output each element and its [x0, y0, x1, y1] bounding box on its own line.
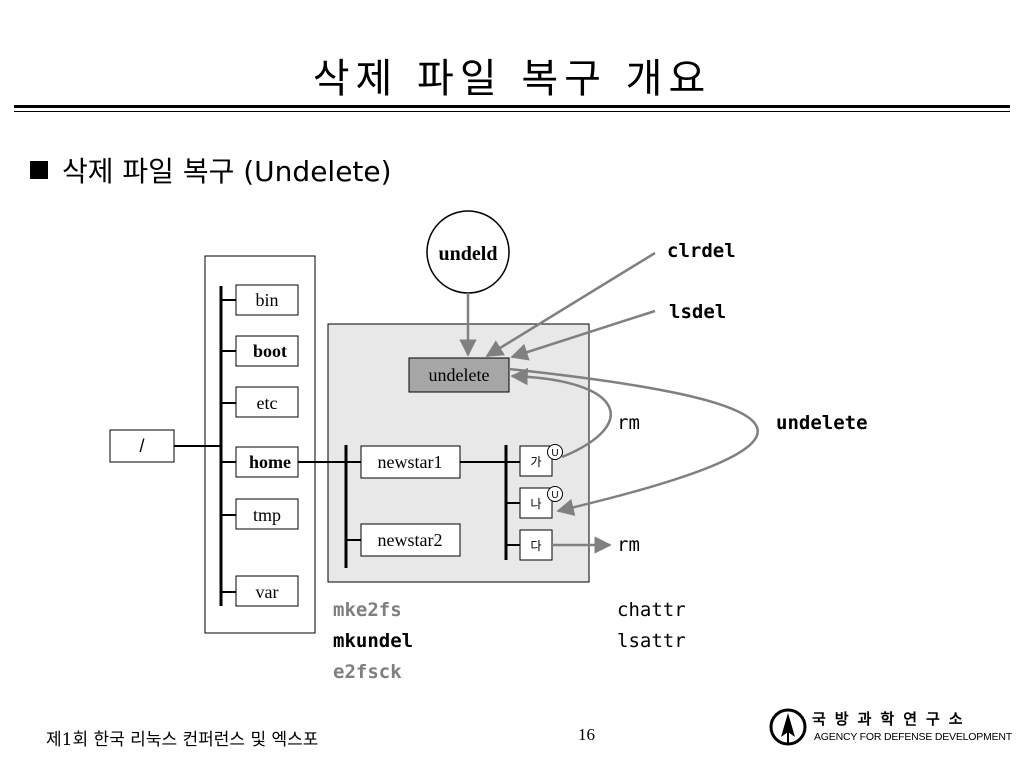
page-number: 16 — [578, 725, 595, 744]
svg-text:etc: etc — [257, 393, 278, 413]
user-newstar1: newstar1 — [360, 445, 461, 479]
svg-text:newstar1: newstar1 — [378, 452, 443, 472]
undelete-store-box: undelete — [408, 357, 510, 393]
svg-text:다: 다 — [530, 539, 541, 553]
file-da: 다 — [519, 529, 553, 561]
svg-text:undeld: undeld — [439, 243, 498, 265]
arrow-clrdel — [485, 251, 656, 358]
dir-var: var — [235, 575, 299, 607]
bullet-heading: 삭제 파일 복구 (Undelete) — [30, 150, 392, 190]
tool-rm-1: rm — [617, 412, 640, 434]
cmd-mkundel: mkundel — [333, 630, 413, 652]
undeletable-badge-ga: U — [547, 444, 563, 460]
svg-text:U: U — [551, 490, 558, 501]
bullet-text: 삭제 파일 복구 (Undelete) — [62, 155, 392, 188]
page-title: 삭제 파일 복구 개요 — [312, 56, 712, 102]
arrow-rm-to-undelete — [510, 367, 612, 459]
svg-text:tmp: tmp — [253, 505, 281, 525]
arrow-undelete-restore — [508, 367, 759, 516]
svg-text:home: home — [249, 452, 291, 472]
svg-text:boot: boot — [253, 341, 287, 361]
directory-column — [204, 255, 316, 634]
add-logo-icon — [769, 708, 807, 746]
dir-tmp: tmp — [235, 498, 299, 530]
cmd-chattr: chattr — [617, 599, 686, 621]
svg-text:var: var — [256, 582, 279, 602]
svg-text:bin: bin — [255, 290, 278, 310]
tool-clrdel: clrdel — [667, 240, 736, 262]
undeld-daemon: undeld — [426, 210, 510, 294]
org-name-english: AGENCY FOR DEFENSE DEVELOPMENT — [814, 731, 1013, 743]
square-bullet-icon — [30, 161, 48, 179]
file-ga: 가 — [519, 445, 553, 477]
dir-bin: bin — [235, 284, 299, 316]
tool-rm-2: rm — [617, 534, 640, 556]
dir-boot: boot — [235, 335, 299, 367]
cmd-lsattr: lsattr — [617, 630, 686, 652]
svg-text:가: 가 — [530, 455, 541, 469]
svg-text:undelete: undelete — [429, 365, 490, 385]
user-newstar2: newstar2 — [360, 523, 461, 557]
undeletable-badge-na: U — [547, 486, 563, 502]
cmd-mke2fs: mke2fs — [333, 599, 402, 621]
dir-home: home — [235, 446, 299, 478]
title-rule-thick — [14, 105, 1010, 108]
cmd-e2fsck: e2fsck — [333, 661, 402, 683]
svg-text:나: 나 — [530, 497, 541, 511]
footer-conference: 제1회 한국 리눅스 컨퍼런스 및 엑스포 — [46, 730, 319, 750]
svg-text:newstar2: newstar2 — [378, 530, 443, 550]
tool-undelete: undelete — [776, 412, 868, 434]
root-label: / — [139, 436, 144, 456]
dir-etc: etc — [235, 386, 299, 418]
title-rule-thin — [14, 111, 1010, 112]
arrow-lsdel — [510, 309, 656, 361]
file-na: 나 — [519, 487, 553, 519]
tool-lsdel: lsdel — [669, 301, 726, 323]
org-name-korean: 국방과학연구소 — [812, 710, 972, 728]
svg-text:U: U — [551, 448, 558, 459]
